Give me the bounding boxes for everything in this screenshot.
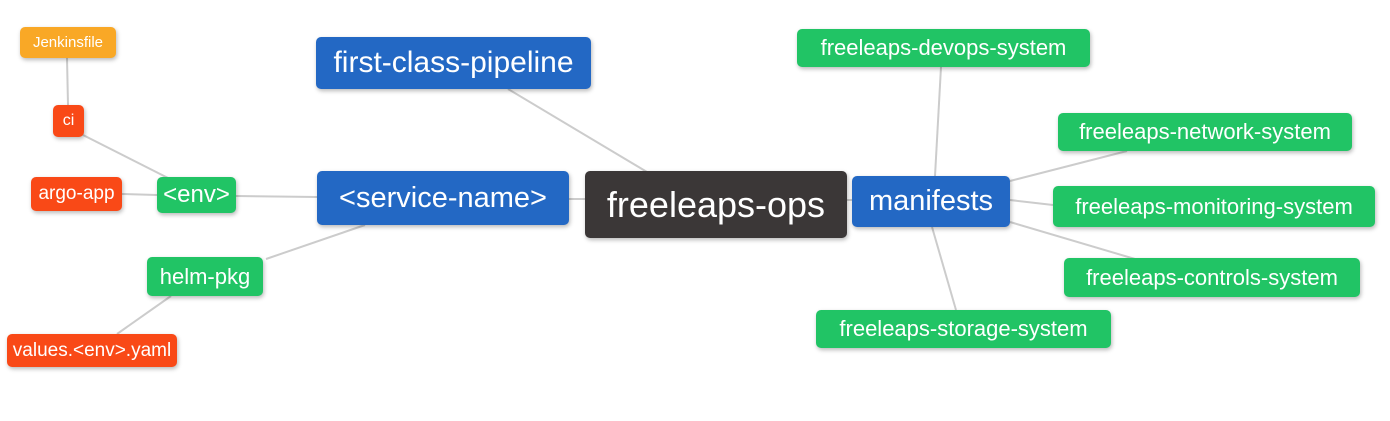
node-argo-app-label: argo-app xyxy=(38,183,115,204)
node-freeleaps-network-system-label: freeleaps-network-system xyxy=(1079,119,1331,144)
edge-env-service-name xyxy=(235,195,318,198)
edge-argo-app-env xyxy=(121,193,158,196)
edge-manifests-monitoring xyxy=(1009,199,1054,206)
node-jenkinsfile-label: Jenkinsfile xyxy=(32,34,104,51)
node-env[interactable]: <env> xyxy=(157,177,236,213)
node-freeleaps-ops[interactable]: freeleaps-ops xyxy=(585,171,847,238)
node-manifests[interactable]: manifests xyxy=(852,176,1010,227)
node-freeleaps-storage-system[interactable]: freeleaps-storage-system xyxy=(816,310,1111,348)
edge-pipeline-ops xyxy=(507,88,648,173)
node-jenkinsfile[interactable]: Jenkinsfile xyxy=(20,27,116,58)
node-freeleaps-ops-label: freeleaps-ops xyxy=(606,183,826,225)
node-freeleaps-network-system[interactable]: freeleaps-network-system xyxy=(1058,113,1352,151)
node-freeleaps-devops-system-label: freeleaps-devops-system xyxy=(820,35,1067,60)
edge-ci-env xyxy=(82,134,171,180)
edge-jenkinsfile-ci xyxy=(66,57,69,106)
edge-manifests-storage xyxy=(931,226,957,311)
edge-helm-pkg-values xyxy=(116,295,172,335)
node-freeleaps-storage-system-label: freeleaps-storage-system xyxy=(839,316,1088,341)
node-freeleaps-monitoring-system-label: freeleaps-monitoring-system xyxy=(1075,193,1353,219)
node-manifests-label: manifests xyxy=(868,185,994,217)
node-helm-pkg[interactable]: helm-pkg xyxy=(147,257,263,296)
node-freeleaps-controls-system[interactable]: freeleaps-controls-system xyxy=(1064,258,1360,297)
edge-manifests-devops xyxy=(934,66,942,177)
node-service-name-label: <service-name> xyxy=(339,181,547,214)
node-service-name[interactable]: <service-name> xyxy=(317,171,569,225)
node-ci-label: ci xyxy=(62,112,75,129)
node-argo-app[interactable]: argo-app xyxy=(31,177,122,211)
node-ci[interactable]: ci xyxy=(53,105,84,137)
edge-service-name-helm-pkg xyxy=(265,224,366,260)
edge-manifests-network xyxy=(1009,150,1128,182)
node-first-class-pipeline[interactable]: first-class-pipeline xyxy=(316,37,591,89)
edge-manifests-controls xyxy=(1009,221,1136,260)
node-values-env-yaml-label: values.<env>.yaml xyxy=(12,339,172,361)
node-freeleaps-controls-system-label: freeleaps-controls-system xyxy=(1086,264,1338,290)
node-values-env-yaml[interactable]: values.<env>.yaml xyxy=(7,334,177,367)
node-helm-pkg-label: helm-pkg xyxy=(159,263,251,289)
node-freeleaps-monitoring-system[interactable]: freeleaps-monitoring-system xyxy=(1053,186,1375,227)
node-env-label: <env> xyxy=(163,181,230,208)
node-freeleaps-devops-system[interactable]: freeleaps-devops-system xyxy=(797,29,1090,67)
node-first-class-pipeline-label: first-class-pipeline xyxy=(333,46,574,79)
